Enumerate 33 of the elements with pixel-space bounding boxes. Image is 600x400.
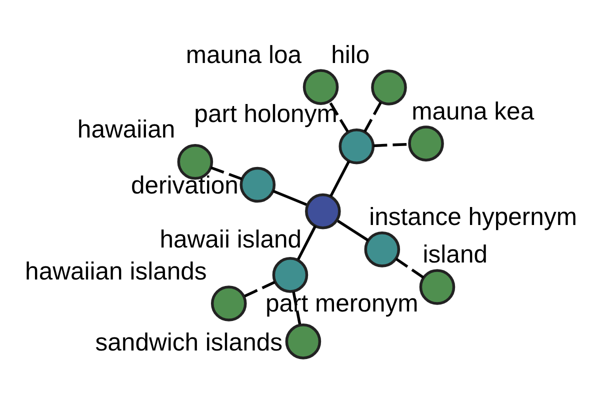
connector — [328, 100, 349, 132]
node-label: instance hypernym — [369, 204, 577, 231]
connector — [395, 257, 424, 278]
connector — [373, 142, 410, 147]
connector — [296, 224, 317, 260]
node-label: mauna kea — [412, 98, 534, 125]
connector — [330, 160, 350, 196]
node-circle — [371, 69, 407, 105]
node-label: island — [422, 241, 488, 268]
connector — [337, 219, 369, 242]
node-circle — [302, 68, 339, 104]
node-label: mauna loa — [186, 41, 302, 68]
node-circle — [364, 231, 400, 267]
node-label: hawaiian — [77, 116, 176, 144]
node-circle — [338, 128, 375, 164]
connector — [292, 290, 302, 325]
node-label: hilo — [331, 42, 370, 69]
node-label: sandwich islands — [95, 328, 283, 356]
connector — [244, 280, 276, 298]
node-circle — [408, 125, 444, 161]
node-label: hawaiian islands — [25, 258, 207, 285]
node-circle — [419, 268, 456, 304]
node-label: derivation — [130, 172, 238, 200]
node-circle — [272, 256, 308, 292]
node-circle — [210, 285, 247, 321]
connector — [272, 189, 307, 206]
node-circle — [305, 192, 341, 229]
node-label: hawaii island — [160, 226, 302, 254]
connector — [210, 166, 242, 180]
node-circle — [240, 166, 276, 202]
node-circle — [285, 323, 322, 359]
connector — [364, 100, 382, 132]
node-label: part holonym — [194, 100, 338, 128]
